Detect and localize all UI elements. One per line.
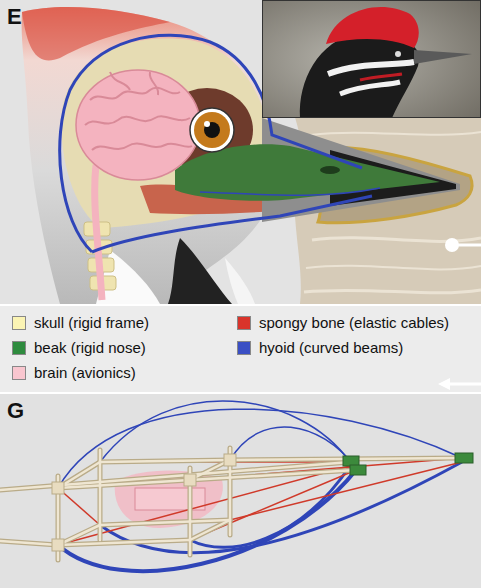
rod bbox=[58, 480, 190, 488]
nose-block bbox=[350, 465, 366, 475]
pupil bbox=[204, 122, 220, 138]
eye bbox=[190, 108, 234, 152]
legend-swatch bbox=[237, 316, 251, 330]
legend-swatch bbox=[12, 316, 26, 330]
legend-label: hyoid (curved beams) bbox=[259, 340, 403, 357]
bark-texture bbox=[304, 290, 481, 293]
avionics-board bbox=[135, 488, 205, 510]
rod bbox=[0, 541, 58, 545]
rod bbox=[100, 520, 230, 525]
woodpecker-head bbox=[22, 7, 460, 304]
bird-stripe bbox=[328, 62, 414, 74]
rod bbox=[100, 460, 230, 462]
bird-head bbox=[300, 31, 420, 118]
bird-stripe bbox=[340, 82, 400, 94]
legend-swatch bbox=[12, 341, 26, 355]
separator bbox=[0, 392, 481, 394]
rod bbox=[100, 460, 230, 462]
post bbox=[99, 450, 102, 540]
bird-beak bbox=[414, 50, 472, 64]
nose-block bbox=[455, 453, 473, 463]
bark-texture bbox=[310, 132, 481, 135]
legend-label: beak (rigid nose) bbox=[34, 340, 146, 357]
legend-swatch bbox=[237, 341, 251, 355]
legend-entry: spongy bone (elastic cables) bbox=[237, 315, 449, 332]
hyoid-beam bbox=[58, 470, 356, 571]
frame-rods bbox=[0, 448, 462, 560]
iris bbox=[194, 112, 230, 148]
rod bbox=[190, 470, 356, 480]
elastic-cable bbox=[190, 470, 356, 540]
legend-entry: beak (rigid nose) bbox=[12, 340, 146, 357]
rod bbox=[190, 520, 230, 540]
photo-border bbox=[263, 1, 481, 118]
feathers bbox=[168, 238, 232, 304]
bark-texture bbox=[306, 266, 481, 270]
pointer-arrow bbox=[448, 383, 481, 386]
rod bbox=[0, 541, 58, 545]
joint bbox=[52, 539, 64, 551]
rod bbox=[100, 520, 230, 525]
brain-gyri bbox=[90, 88, 180, 100]
joint bbox=[224, 454, 236, 466]
panel-background bbox=[0, 394, 481, 588]
photo-background bbox=[262, 0, 481, 118]
inset-photo bbox=[262, 0, 481, 118]
hyoid-beam bbox=[58, 409, 462, 488]
hyoid bbox=[200, 188, 380, 195]
joint bbox=[52, 482, 64, 494]
legend-label: brain (avionics) bbox=[34, 365, 136, 382]
hyoid bbox=[92, 196, 372, 252]
rod bbox=[190, 470, 356, 480]
joint bbox=[184, 474, 196, 486]
nostril bbox=[320, 166, 340, 174]
bird-eye bbox=[395, 51, 401, 57]
frame-rods bbox=[0, 448, 462, 560]
legend-entry: hyoid (curved beams) bbox=[237, 340, 403, 357]
legend-entry: brain (avionics) bbox=[12, 365, 136, 382]
panel-label: G bbox=[7, 400, 24, 422]
legend-swatch bbox=[12, 366, 26, 380]
eye-highlight bbox=[204, 121, 210, 127]
rod bbox=[58, 540, 190, 545]
robot-frame bbox=[0, 401, 473, 571]
beak-bone bbox=[175, 144, 440, 201]
panel-label: E bbox=[7, 6, 22, 28]
rod bbox=[58, 540, 190, 545]
brain-gyri bbox=[110, 72, 158, 95]
feathers bbox=[225, 258, 255, 304]
brain bbox=[76, 70, 200, 180]
legend-label: spongy bone (elastic cables) bbox=[259, 315, 449, 332]
legend-label: skull (rigid frame) bbox=[34, 315, 149, 332]
pointer-arrowhead bbox=[438, 378, 450, 390]
bird-malar bbox=[360, 74, 402, 80]
pointer-dot bbox=[445, 238, 459, 252]
brain-gyri bbox=[85, 116, 190, 125]
brain-stem bbox=[95, 165, 102, 300]
panel-background bbox=[0, 0, 481, 304]
legend-entry: skull (rigid frame) bbox=[12, 315, 149, 332]
bird-crest bbox=[326, 7, 419, 48]
brain-gyri bbox=[92, 143, 192, 150]
separator bbox=[0, 304, 481, 306]
legend-background bbox=[0, 306, 481, 392]
